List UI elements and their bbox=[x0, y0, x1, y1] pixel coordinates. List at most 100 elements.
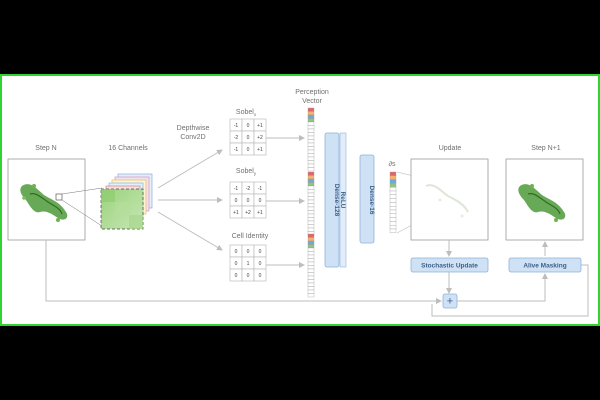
vector-cell bbox=[389, 209, 397, 214]
ds-vector bbox=[389, 171, 397, 233]
vector-cell bbox=[307, 189, 315, 194]
update-frame bbox=[410, 158, 489, 241]
vector-cell bbox=[307, 142, 315, 147]
vector-cell bbox=[389, 190, 397, 195]
vector-cell bbox=[307, 203, 315, 208]
plus-label: + bbox=[447, 296, 453, 308]
step-n1-label: Step N+1 bbox=[531, 145, 560, 152]
vector-cell bbox=[307, 272, 315, 277]
vector-cell bbox=[307, 167, 315, 172]
arrow-to-identity bbox=[157, 211, 223, 251]
step-n-label: Step N bbox=[35, 145, 56, 152]
vector-cell bbox=[307, 182, 315, 187]
arrow-to-sobel-x bbox=[157, 149, 223, 189]
kernel-cell-value: +1 bbox=[257, 210, 263, 216]
vector-cell bbox=[307, 233, 315, 238]
kernel-cell-value: -2 bbox=[246, 186, 251, 192]
dense-16-label: Dense-16 bbox=[368, 186, 375, 215]
perception-vector-label-2: Vector bbox=[302, 98, 323, 105]
vector-cell bbox=[307, 213, 315, 218]
vector-cell bbox=[307, 121, 315, 126]
update-label: Update bbox=[439, 145, 462, 152]
kernel-cell-value: 0 bbox=[235, 249, 238, 255]
sobel-y-label: Sobely bbox=[236, 168, 257, 176]
zoom-line-bottom bbox=[61, 199, 103, 227]
lizard-icon-next bbox=[518, 184, 566, 222]
kernel-cell bbox=[253, 205, 267, 219]
kernel-cell-value: -1 bbox=[234, 123, 239, 129]
kernel-cell-value: 0 bbox=[247, 249, 250, 255]
arrow-step-n-to-add bbox=[45, 240, 442, 304]
relu-layer bbox=[339, 132, 347, 268]
vector-cell bbox=[307, 114, 315, 119]
vector-cell bbox=[389, 198, 397, 203]
depthwise-label-1: Depthwise bbox=[177, 125, 210, 132]
vector-cell bbox=[307, 251, 315, 256]
vector-cell bbox=[307, 118, 315, 123]
vector-cell bbox=[307, 261, 315, 266]
vector-cell bbox=[307, 254, 315, 259]
vector-cell bbox=[307, 244, 315, 249]
vector-cell bbox=[307, 135, 315, 140]
vector-cell bbox=[307, 279, 315, 284]
vector-cell bbox=[307, 275, 315, 280]
vector-cell bbox=[307, 160, 315, 165]
zoom-line-top bbox=[61, 187, 103, 195]
vector-cell bbox=[389, 202, 397, 207]
vector-cell bbox=[389, 194, 397, 199]
kernel-cell bbox=[253, 268, 267, 282]
stochastic-update-label: Stochastic Update bbox=[421, 263, 478, 270]
kernel-cell-value: 1 bbox=[247, 261, 250, 267]
vector-cell bbox=[307, 128, 315, 133]
vector-cell bbox=[307, 265, 315, 270]
vector-cell bbox=[389, 217, 397, 222]
vector-cell bbox=[389, 221, 397, 226]
vector-cell bbox=[307, 224, 315, 229]
vector-cell bbox=[389, 171, 397, 176]
kernel-cell-value: 0 bbox=[247, 135, 250, 141]
vector-cell bbox=[307, 282, 315, 287]
cell-identity-label: Cell Identity bbox=[232, 233, 269, 240]
alive-masking-label: Alive Masking bbox=[523, 263, 566, 270]
vector-cell bbox=[307, 220, 315, 225]
dense-128-label: Dense-128 bbox=[333, 184, 340, 217]
vector-cell bbox=[307, 125, 315, 130]
vector-cell bbox=[307, 199, 315, 204]
kernel-cell-value: +1 bbox=[257, 123, 263, 129]
kernel-cell-value: -2 bbox=[234, 135, 239, 141]
kernel-cell-value: +2 bbox=[245, 210, 251, 216]
vector-cell bbox=[307, 268, 315, 273]
vector-cell bbox=[389, 187, 397, 192]
vector-cell bbox=[307, 196, 315, 201]
vector-cell bbox=[307, 185, 315, 190]
vector-cell bbox=[307, 258, 315, 263]
dense-128-layer bbox=[324, 132, 340, 268]
vector-cell bbox=[307, 289, 315, 294]
arrow-mask-feedback bbox=[431, 264, 589, 317]
kernel-cell-value: +2 bbox=[257, 135, 263, 141]
kernel-cell-value: 0 bbox=[235, 261, 238, 267]
vector-cell bbox=[307, 132, 315, 137]
vector-cell bbox=[307, 163, 315, 168]
vector-cell bbox=[307, 240, 315, 245]
vector-cell bbox=[307, 146, 315, 151]
vector-cell bbox=[307, 178, 315, 183]
vector-cell bbox=[307, 217, 315, 222]
vector-cell bbox=[389, 225, 397, 230]
vector-cell bbox=[307, 139, 315, 144]
kernel-cell-value: 0 bbox=[259, 249, 262, 255]
dense-16-layer bbox=[359, 154, 375, 244]
kernel-cell-value: +1 bbox=[257, 147, 263, 153]
depthwise-label-2: Conv2D bbox=[180, 134, 205, 141]
vector-cell bbox=[389, 228, 397, 233]
kernel-cell-value: 0 bbox=[247, 273, 250, 279]
vector-cell bbox=[307, 149, 315, 154]
kernel-cell-value: -1 bbox=[234, 147, 239, 153]
vector-cell bbox=[389, 213, 397, 218]
perception-vector bbox=[307, 107, 315, 298]
kernel-cell-value: -1 bbox=[258, 186, 263, 192]
